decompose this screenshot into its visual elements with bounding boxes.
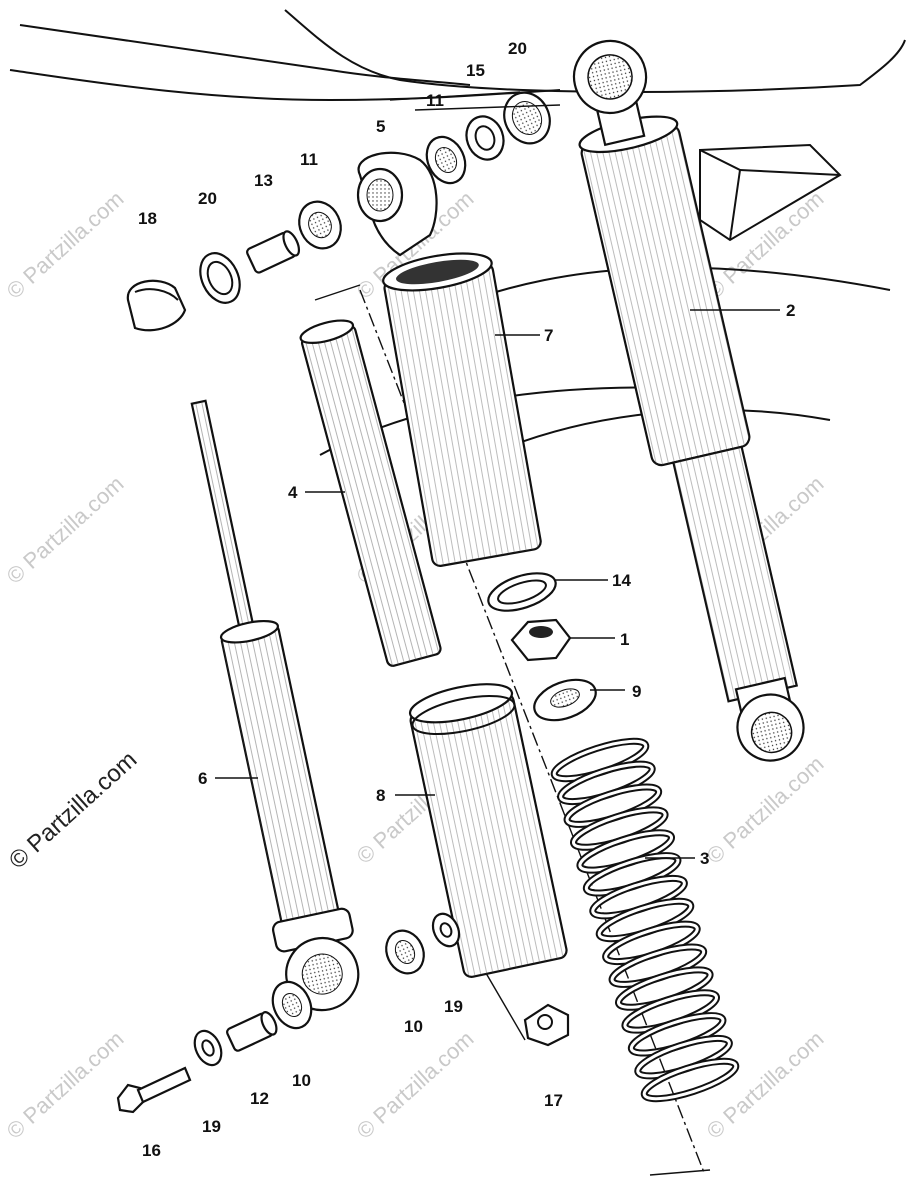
part-2-outer-tube bbox=[572, 39, 805, 762]
label-11: 11 bbox=[426, 91, 444, 110]
spring-coil-highlight bbox=[642, 1059, 738, 1101]
label-4: 4 bbox=[288, 483, 298, 502]
part-17-cap-nut bbox=[523, 1003, 570, 1047]
label-2: 2 bbox=[786, 301, 795, 320]
part-19-washer-b bbox=[193, 1029, 223, 1067]
watermark: © Partzilla.com bbox=[2, 471, 129, 589]
part-1-nut bbox=[510, 618, 572, 662]
label-5: 5 bbox=[376, 117, 385, 136]
label-11: 11 bbox=[300, 150, 318, 169]
part-6-damper bbox=[190, 399, 360, 1012]
part-10-bushing-b bbox=[271, 980, 313, 1030]
part-11-bushing-left bbox=[298, 200, 342, 250]
part-18-cap-nut bbox=[126, 279, 187, 332]
part-9-bushing bbox=[533, 678, 597, 722]
label-3: 3 bbox=[700, 849, 709, 868]
label-1: 1 bbox=[620, 630, 629, 649]
part-14-washer bbox=[487, 572, 557, 612]
watermark: © Partzilla.com bbox=[2, 1026, 129, 1144]
label-18: 18 bbox=[138, 209, 157, 228]
label-20: 20 bbox=[198, 189, 217, 208]
label-12: 12 bbox=[250, 1089, 269, 1108]
part-4-inner-tube bbox=[299, 319, 442, 667]
part-20-washer-left bbox=[199, 252, 241, 304]
label-20: 20 bbox=[508, 39, 527, 58]
label-6: 6 bbox=[198, 769, 207, 788]
part-10-bushing-a bbox=[385, 929, 425, 975]
part-12-collar bbox=[226, 1011, 278, 1052]
part-16-bolt bbox=[116, 1066, 192, 1114]
watermark: © Partzilla.com bbox=[702, 186, 829, 304]
label-17: 17 bbox=[544, 1091, 563, 1110]
part-20-washer-top bbox=[503, 91, 551, 145]
part-8-lower-cover bbox=[408, 683, 568, 978]
label-15: 15 bbox=[466, 61, 485, 80]
label-13: 13 bbox=[254, 171, 273, 190]
watermark: © Partzilla.com bbox=[2, 186, 129, 304]
label-19: 19 bbox=[444, 997, 463, 1016]
watermark: © Partzilla.com bbox=[352, 1026, 479, 1144]
watermark: © Partzilla.com bbox=[702, 751, 829, 869]
part-11-bushing-top bbox=[425, 135, 467, 185]
part-19-washer-a bbox=[431, 912, 461, 948]
label-9: 9 bbox=[632, 682, 641, 701]
watermark: © Partzilla.com bbox=[702, 1026, 829, 1144]
watermark-dark: © Partzilla.com bbox=[4, 746, 142, 874]
leader-lines bbox=[215, 91, 780, 859]
label-7: 7 bbox=[544, 326, 553, 345]
part-3-spring bbox=[550, 737, 740, 1103]
label-19: 19 bbox=[202, 1117, 221, 1136]
label-10: 10 bbox=[292, 1071, 311, 1090]
label-16: 16 bbox=[142, 1141, 161, 1160]
part-5-top-eye bbox=[356, 151, 438, 257]
part-7-upper-cover bbox=[382, 252, 542, 567]
label-10: 10 bbox=[404, 1017, 423, 1036]
part-15-seal bbox=[465, 115, 505, 161]
label-14: 14 bbox=[612, 571, 631, 590]
part-13-collar bbox=[246, 230, 301, 274]
label-8: 8 bbox=[376, 786, 385, 805]
part-labels: 1 2 3 4 5 6 7 8 9 10 10 11 11 12 13 14 1… bbox=[138, 39, 795, 1160]
